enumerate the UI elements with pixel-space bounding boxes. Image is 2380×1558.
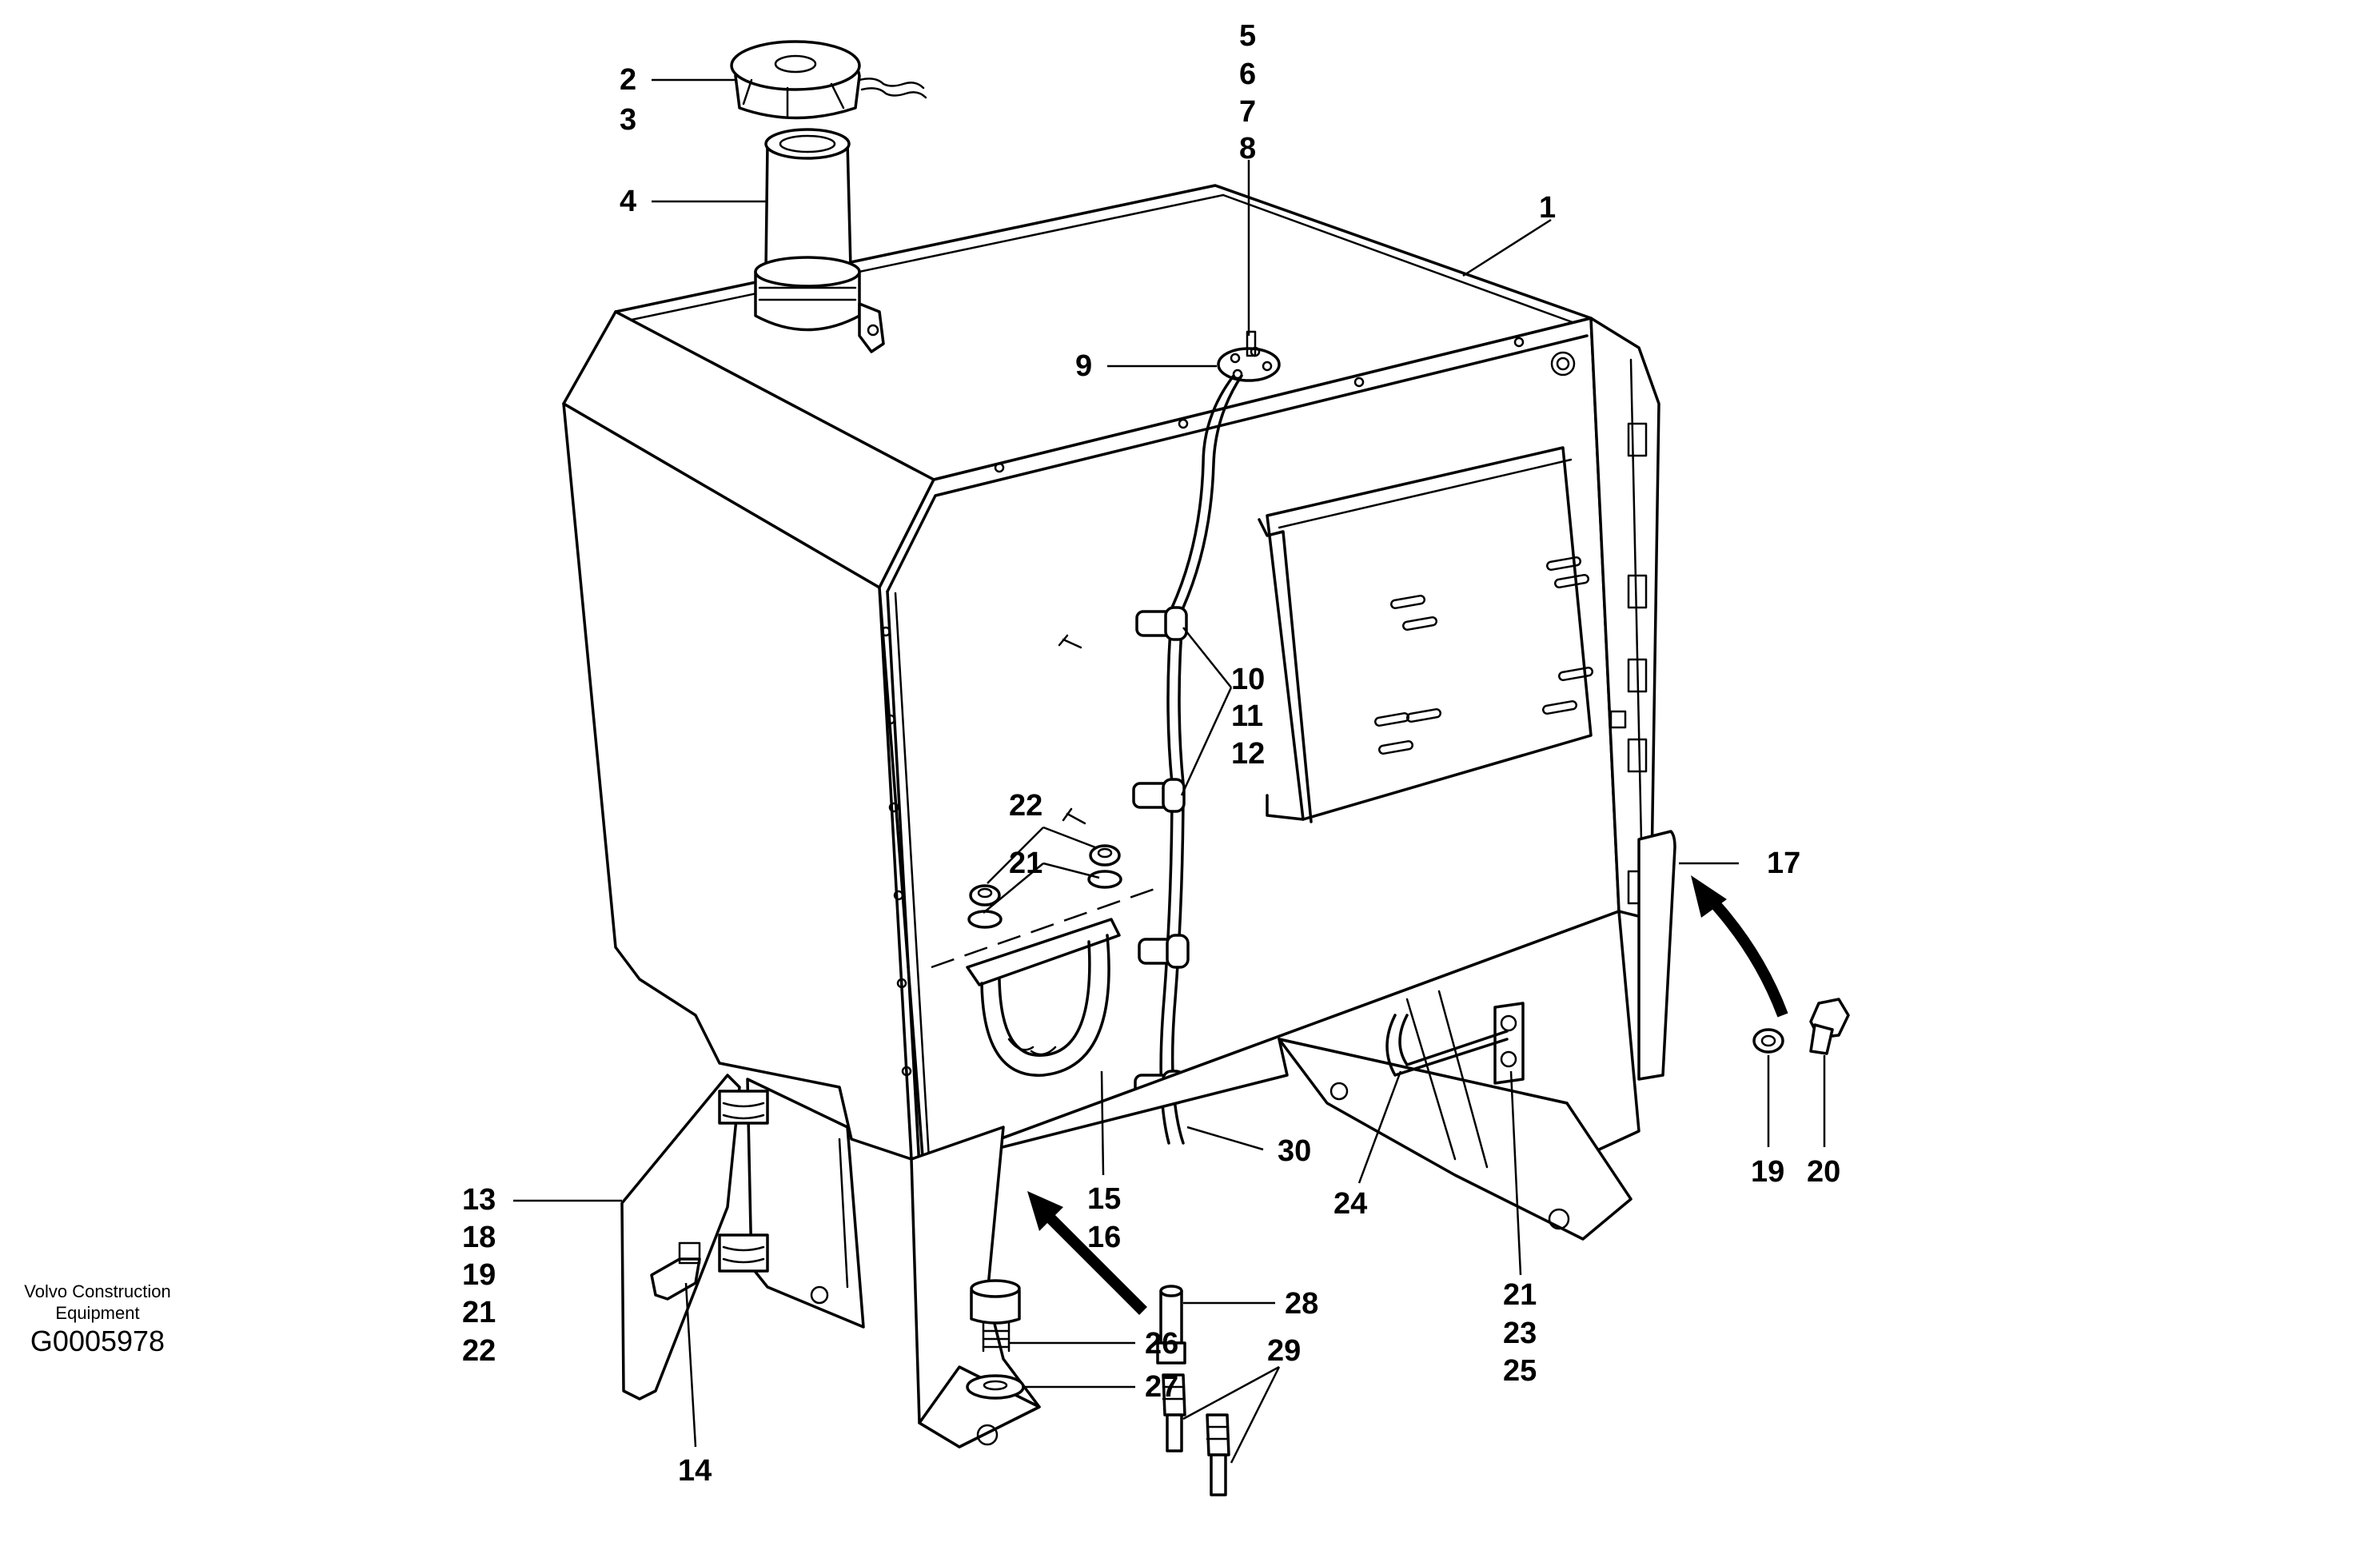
install-arrow-drain	[1027, 1191, 1147, 1315]
fitting-28	[1156, 1285, 1186, 1365]
filler-cap	[730, 40, 927, 120]
callout-8: 8	[1239, 132, 1256, 165]
credit-line-1: Volvo Construction	[24, 1281, 170, 1301]
publisher-credit: Volvo Construction Equipment G0005978	[24, 1281, 170, 1357]
callout-14: 14	[678, 1454, 712, 1488]
u-bolt-clamp	[931, 886, 1160, 1077]
callout-29: 29	[1267, 1334, 1301, 1368]
callout-30: 30	[1278, 1134, 1311, 1168]
fuel-level-sender	[1217, 330, 1281, 382]
callout-24: 24	[1334, 1187, 1367, 1221]
guard-plate	[1637, 830, 1676, 1081]
callout-28: 28	[1285, 1287, 1318, 1321]
callout-17: 17	[1767, 847, 1800, 880]
callout-9: 9	[1075, 349, 1092, 383]
callout-19-door: 19	[462, 1258, 496, 1292]
filler-neck	[754, 128, 885, 353]
callout-numbers: 1 2 3 4 5 6 7 8 9 10 11 12 13 18 19 21 2…	[462, 19, 1840, 1488]
access-door-hinged	[620, 1074, 865, 1401]
install-arrow-guard	[1691, 875, 1788, 1018]
callout-27: 27	[1145, 1370, 1178, 1404]
figure-code: G0005978	[30, 1325, 165, 1357]
callout-23: 23	[1503, 1317, 1537, 1350]
callout-13: 13	[462, 1183, 496, 1217]
sealing-washer	[966, 1374, 1025, 1400]
washer-19	[1752, 1028, 1784, 1054]
callout-2: 2	[620, 63, 636, 97]
leader-lines	[513, 78, 1826, 1464]
mounting-slots	[1373, 556, 1594, 755]
callout-3: 3	[620, 103, 636, 137]
callout-19-guard: 19	[1751, 1155, 1784, 1189]
callout-20: 20	[1807, 1155, 1840, 1189]
bolt-20	[1809, 998, 1850, 1055]
callout-11: 11	[1231, 699, 1263, 733]
callout-16: 16	[1087, 1221, 1121, 1254]
flange-bolt-holes	[880, 337, 1576, 1077]
callout-10: 10	[1231, 663, 1265, 696]
fitting-29a	[1162, 1373, 1186, 1452]
callout-25: 25	[1503, 1354, 1537, 1388]
callout-1: 1	[1539, 191, 1556, 225]
callout-18: 18	[462, 1221, 496, 1254]
callout-12: 12	[1231, 737, 1265, 771]
callout-7: 7	[1239, 95, 1256, 129]
callout-21-bracket: 21	[1503, 1278, 1537, 1312]
callout-21-door: 21	[462, 1296, 496, 1329]
callout-6: 6	[1239, 58, 1256, 91]
drain-plug	[970, 1279, 1021, 1353]
callout-4: 4	[620, 185, 636, 218]
credit-line-2: Equipment	[55, 1303, 139, 1323]
callout-5: 5	[1239, 19, 1256, 53]
callout-26: 26	[1145, 1327, 1178, 1361]
fitting-29b	[1206, 1413, 1230, 1496]
callout-15: 15	[1087, 1182, 1121, 1216]
callout-22-door: 22	[462, 1334, 496, 1368]
callout-22-ubolt: 22	[1009, 789, 1042, 823]
mounting-plate	[1258, 446, 1594, 823]
callout-21-ubolt: 21	[1009, 847, 1042, 880]
